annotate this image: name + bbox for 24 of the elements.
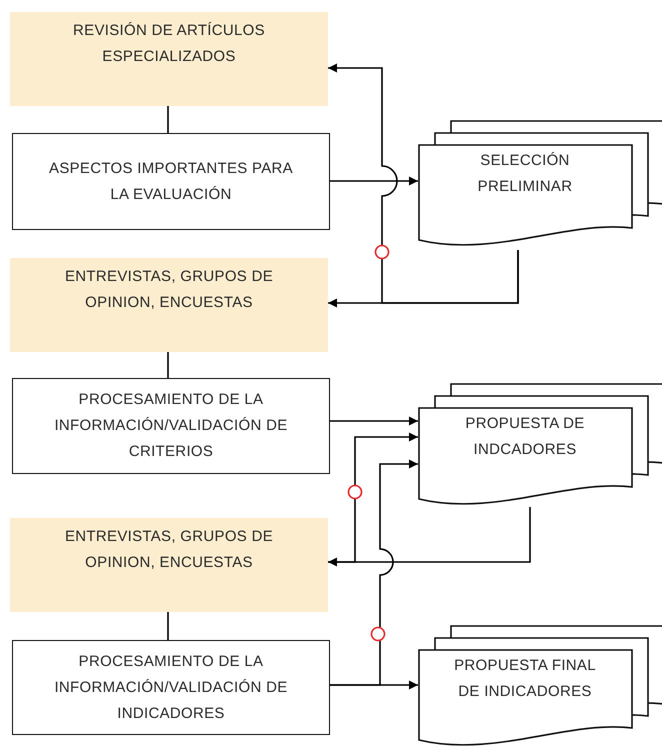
connector-line [167,106,169,133]
arrow [330,176,418,186]
arrow [330,460,418,686]
connector-line [167,352,169,378]
arrow [328,432,418,563]
input-box [10,12,328,106]
input-box [10,258,328,352]
node-label: ASPECTOS IMPORTANTES PARA LA EVALUACIÓN [48,158,294,204]
input-box [10,518,328,612]
connector-line [167,612,169,640]
process-box [12,378,330,474]
node-label: ENTREVISTAS, GRUPOS DE OPINION, ENCUESTAS [64,527,274,573]
node-label: PROPUESTA FINAL DE INDICADORES [453,656,597,702]
node-label: PROPUESTA DE INDCADORES [464,414,586,460]
node-label: SELECCIÓN PRELIMINAR [476,151,574,197]
node-label: REVISIÓN DE ARTÍCULOS ESPECIALIZADOS [72,21,266,67]
arrow [328,507,531,566]
node-label: PROCESAMIENTO DE LA INFORMACIÓN/VALIDACIÓN DE CRITERIOS [53,390,289,462]
arrow [328,64,519,304]
node-label: PROCESAMIENTO DE LA INFORMACIÓN/VALIDACIÓN DE INDICADORES [53,652,289,724]
process-box [12,133,330,230]
node-label: ENTREVISTAS, GRUPOS DE OPINION, ENCUESTAS [64,267,274,313]
arrow [330,416,418,426]
process-box [12,640,330,735]
